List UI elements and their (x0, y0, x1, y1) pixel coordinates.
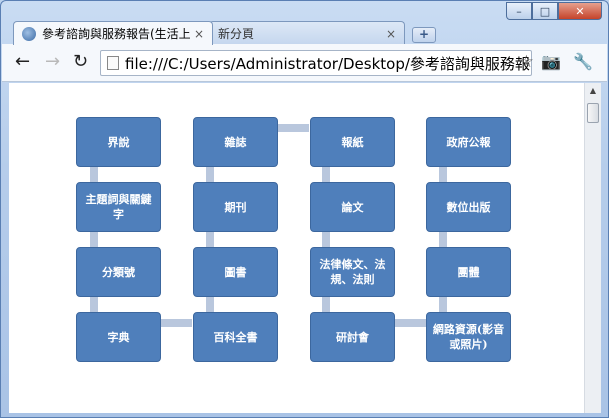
connector (206, 297, 214, 312)
diagram-node: 論文 (310, 182, 395, 232)
diagram-node: 主題詞與關鍵字 (76, 182, 161, 232)
scroll-up-arrow-icon[interactable]: ▲ (589, 86, 597, 95)
diagram-node: 研討會 (310, 312, 395, 362)
connector (322, 232, 330, 247)
camera-icon[interactable]: 📷 (541, 52, 561, 71)
connector (439, 232, 447, 247)
star-icon[interactable]: ☆ (518, 52, 534, 72)
diagram-node: 網路資源(影音或照片) (426, 312, 511, 362)
window-controls: – □ ✕ (506, 2, 602, 20)
diagram-node: 界說 (76, 117, 161, 167)
connector (439, 167, 447, 182)
address-url: file:///C:/Users/Administrator/Desktop/參… (125, 54, 530, 73)
connector (90, 232, 98, 247)
connector (322, 167, 330, 182)
connector (395, 319, 426, 327)
diagram-node: 期刊 (193, 182, 278, 232)
forward-arrow-icon[interactable]: → (45, 51, 61, 72)
page-viewport: 界說 主題詞與關鍵字 分類號 字典 雜誌 期刊 圖書 百科全書 報紙 論文 法律… (9, 83, 584, 413)
close-window-button[interactable]: ✕ (558, 2, 602, 20)
new-tab-button[interactable]: + (412, 27, 436, 43)
diagram-node: 數位出版 (426, 182, 511, 232)
tab-new[interactable]: 新分頁 × (209, 21, 405, 45)
vertical-scrollbar[interactable]: ▲ (584, 83, 601, 413)
page-icon (107, 56, 119, 70)
tab-close-icon[interactable]: × (193, 26, 204, 41)
diagram-node: 圖書 (193, 247, 278, 297)
diagram-node: 政府公報 (426, 117, 511, 167)
connector (161, 319, 192, 327)
tab-active[interactable]: 參考諮詢與服務報告(生活上 × (13, 21, 213, 45)
toolbar: ← → ↻ file:///C:/Users/Administrator/Des… (2, 44, 607, 82)
diagram-node: 分類號 (76, 247, 161, 297)
diagram-node: 團體 (426, 247, 511, 297)
diagram-node: 百科全書 (193, 312, 278, 362)
connector (439, 297, 447, 312)
connector (278, 124, 309, 132)
connector (206, 232, 214, 247)
connector (90, 297, 98, 312)
address-bar[interactable]: file:///C:/Users/Administrator/Desktop/參… (100, 50, 532, 76)
minimize-button[interactable]: – (506, 2, 532, 20)
scroll-thumb[interactable] (587, 103, 599, 123)
maximize-button[interactable]: □ (532, 2, 558, 20)
diagram-node: 字典 (76, 312, 161, 362)
connector (322, 297, 330, 312)
tab-title: 新分頁 (218, 27, 255, 41)
diagram-node: 報紙 (310, 117, 395, 167)
back-arrow-icon[interactable]: ← (15, 51, 31, 72)
tab-title: 參考諮詢與服務報告(生活上 (42, 27, 190, 41)
connector (206, 167, 214, 182)
connector (90, 167, 98, 182)
globe-icon (22, 26, 36, 41)
reload-icon[interactable]: ↻ (73, 51, 89, 72)
diagram-node: 雜誌 (193, 117, 278, 167)
tab-close-icon[interactable]: × (385, 26, 396, 41)
diagram-node: 法律條文、法規、法則 (310, 247, 395, 297)
wrench-icon[interactable]: 🔧 (573, 52, 593, 71)
